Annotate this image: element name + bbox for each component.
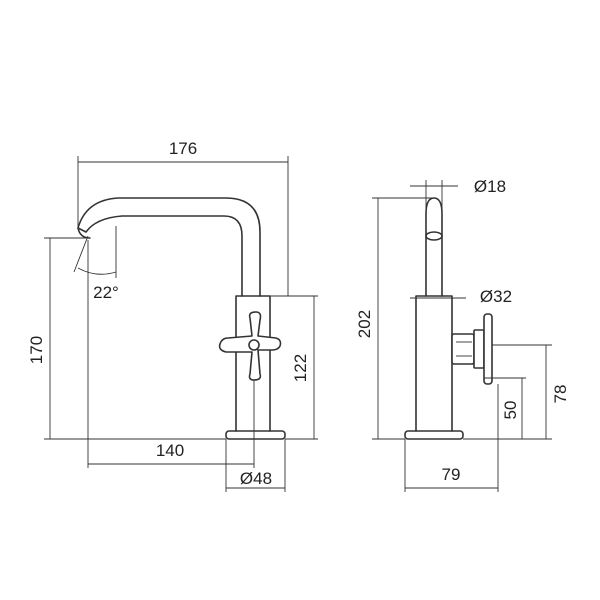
dim-48-label: Ø48 xyxy=(240,469,272,488)
dim-48: Ø48 xyxy=(225,439,286,492)
side-base-plate xyxy=(404,430,464,440)
dim-79-label: 79 xyxy=(442,465,461,484)
cross-handle-hub xyxy=(248,339,260,351)
dim-170: 170 xyxy=(27,237,226,440)
dim-122: 122 xyxy=(270,295,318,440)
front-body xyxy=(235,295,271,432)
dim-140: 140 xyxy=(87,240,255,468)
dim-176: 176 xyxy=(77,139,289,296)
dim-202-label: 202 xyxy=(355,310,374,338)
dim-122-label: 122 xyxy=(291,354,310,382)
front-base-plate xyxy=(225,430,286,440)
dim-202: 202 xyxy=(355,197,434,440)
side-spout-outlet xyxy=(425,231,443,241)
front-spout xyxy=(77,197,261,297)
dim-78: 78 xyxy=(463,344,570,440)
dim-22-angle: 22° xyxy=(73,226,119,302)
dim-79: 79 xyxy=(404,384,499,492)
dim-50: 50 xyxy=(484,377,526,439)
dim-18-label: Ø18 xyxy=(474,177,506,196)
dim-22-label: 22° xyxy=(93,283,119,302)
dim-140-label: 140 xyxy=(156,441,184,460)
cross-handle-arms xyxy=(218,311,282,381)
side-spout xyxy=(425,197,443,297)
dim-78-label: 78 xyxy=(551,385,570,404)
dim-32-label: Ø32 xyxy=(480,287,512,306)
side-body xyxy=(415,295,453,432)
cross-handle xyxy=(218,311,282,381)
side-view: Ø18 Ø32 202 78 50 xyxy=(355,177,570,492)
dim-32: Ø32 xyxy=(410,287,512,306)
side-handle xyxy=(451,313,493,385)
dim-170-label: 170 xyxy=(27,336,46,364)
front-view: 176 170 22° 122 140 xyxy=(27,139,318,492)
dim-18: Ø18 xyxy=(410,177,506,214)
dim-176-label: 176 xyxy=(169,139,197,158)
dim-50-label: 50 xyxy=(501,401,520,420)
